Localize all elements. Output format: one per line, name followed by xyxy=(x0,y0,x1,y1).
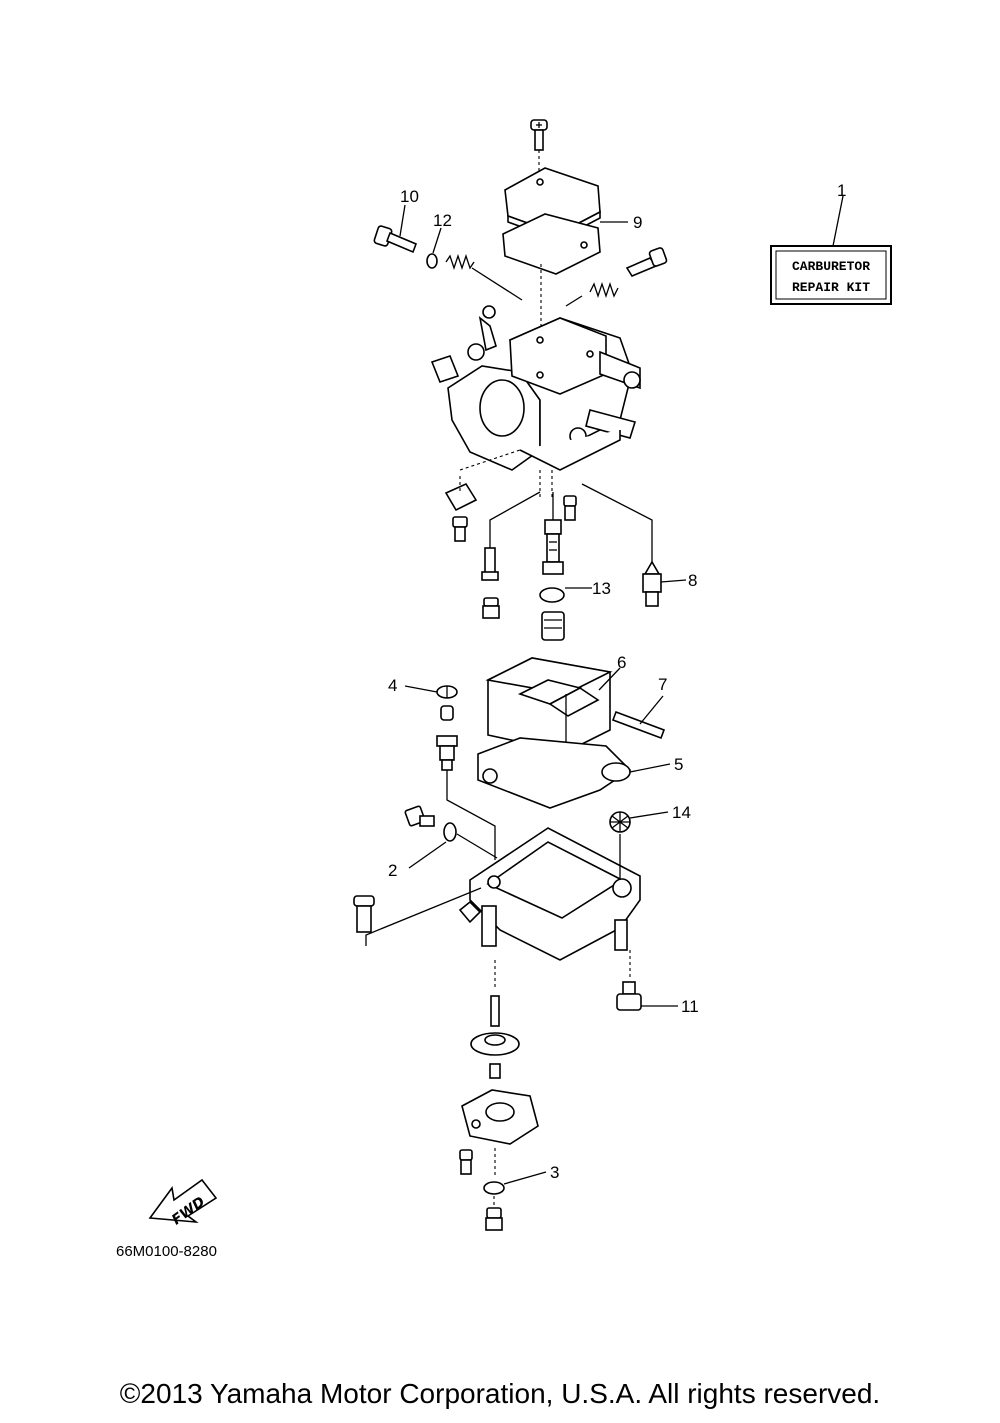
fitting-left xyxy=(353,895,375,933)
callout-9: 9 xyxy=(633,213,642,232)
needle-valve xyxy=(642,560,662,607)
repair-kit-label: CARBURETOR REPAIR KIT xyxy=(770,245,892,305)
callout-11: 11 xyxy=(681,997,699,1016)
screw-left-small xyxy=(452,516,468,542)
callout-10: 10 xyxy=(400,187,419,206)
jet-cap xyxy=(436,685,458,699)
washer-2 xyxy=(443,822,457,842)
pump-cover xyxy=(461,1089,539,1145)
callout-3: 3 xyxy=(550,1163,559,1182)
callout-8: 8 xyxy=(688,571,697,590)
o-ring-small xyxy=(426,253,438,269)
main-nozzle xyxy=(542,519,564,575)
pilot-jet xyxy=(481,547,499,581)
bottom-screw xyxy=(485,1207,503,1231)
spring-right xyxy=(589,281,619,299)
copyright-notice: ©2013 Yamaha Motor Corporation, U.S.A. A… xyxy=(119,1378,881,1409)
screw-mid xyxy=(563,495,577,521)
kit-label-line2: REPAIR KIT xyxy=(792,280,870,295)
float-chamber-gasket xyxy=(477,737,632,809)
float-pin xyxy=(611,710,666,740)
o-ring-13 xyxy=(539,587,565,603)
pilot-screw xyxy=(373,225,418,254)
fwd-arrow-icon: FWD xyxy=(148,1178,218,1228)
callout-2: 2 xyxy=(388,861,397,880)
top-screw xyxy=(530,119,548,151)
plunger-rod xyxy=(490,995,500,1027)
bracket xyxy=(444,476,478,512)
diaphragm xyxy=(470,1032,520,1056)
callout-1: 1 xyxy=(837,181,846,200)
drain-screw xyxy=(404,805,435,827)
kit-label-line1: CARBURETOR xyxy=(792,259,870,274)
callout-13: 13 xyxy=(592,579,611,598)
slow-jet xyxy=(436,735,458,771)
callout-14: 14 xyxy=(672,803,691,822)
jet-small xyxy=(440,705,454,721)
callout-7: 7 xyxy=(658,675,667,694)
washer-3 xyxy=(483,1181,505,1195)
diaphragm-gasket xyxy=(502,213,601,275)
reference-code: 66M0100-8280 xyxy=(116,1243,217,1260)
cover-screw xyxy=(459,1149,473,1175)
filter xyxy=(609,811,631,833)
main-jet xyxy=(541,611,565,641)
callout-12: 12 xyxy=(433,211,452,230)
adjust-screw-right xyxy=(625,247,668,277)
spring-small xyxy=(489,1063,501,1079)
callout-5: 5 xyxy=(674,755,683,774)
carburetor-body xyxy=(430,305,641,471)
callout-4: 4 xyxy=(388,676,397,695)
drain-bolt xyxy=(616,981,642,1011)
callout-6: 6 xyxy=(617,653,626,672)
screw-plug xyxy=(482,597,500,619)
spring-left xyxy=(445,253,475,271)
float-chamber xyxy=(458,827,641,961)
float xyxy=(485,657,613,753)
